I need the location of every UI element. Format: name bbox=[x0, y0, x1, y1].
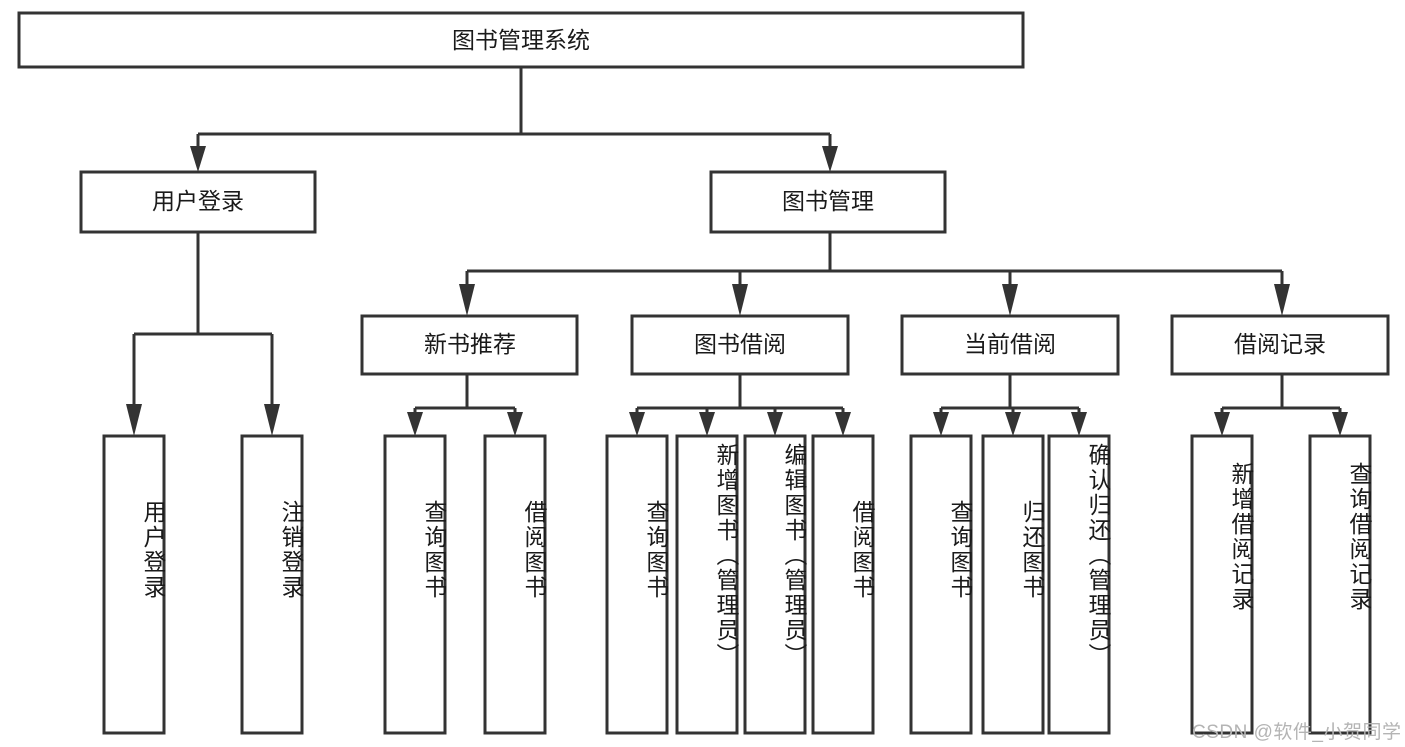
arrowhead-book-manage bbox=[822, 146, 838, 172]
connector-layer bbox=[126, 67, 1348, 436]
node-user-login[interactable] bbox=[79, 170, 317, 234]
arrowhead-book-borrow bbox=[732, 284, 748, 316]
arrowhead-leaf-query-book-borrow bbox=[629, 412, 645, 436]
arrowhead-leaf-query-book-rec bbox=[407, 412, 423, 436]
node-user-login-label: 用户登录 bbox=[152, 188, 244, 214]
node-leaf-query-book-current[interactable] bbox=[909, 434, 973, 735]
arrowhead-leaf-edit-book bbox=[767, 412, 783, 436]
arrowhead-borrow-record bbox=[1274, 284, 1290, 316]
node-leaf-confirm-return[interactable] bbox=[1047, 434, 1111, 735]
arrowhead-user-login bbox=[190, 146, 206, 172]
csdn-watermark: CSDN @软件_小贺同学 bbox=[1192, 722, 1402, 743]
arrowhead-leaf-borrow-book-rec bbox=[507, 412, 523, 436]
arrowhead-leaf-confirm-return bbox=[1071, 412, 1087, 436]
node-current-borrow[interactable] bbox=[900, 314, 1120, 376]
node-new-book-recommend[interactable] bbox=[360, 314, 579, 376]
node-new-book-recommend-label: 新书推荐 bbox=[424, 331, 516, 357]
node-book-borrow-label: 图书借阅 bbox=[694, 331, 786, 357]
node-book-manage[interactable] bbox=[709, 170, 947, 234]
node-layer: 图书管理系统 用户登录 图书管理 新书推荐 图书借阅 当前借阅 借阅记录 bbox=[17, 11, 1390, 735]
node-borrow-record-label: 借阅记录 bbox=[1234, 331, 1326, 357]
arrowhead-leaf-add-book bbox=[699, 412, 715, 436]
node-leaf-return-book[interactable] bbox=[981, 434, 1045, 735]
arrowhead-leaf-query-book-current bbox=[933, 412, 949, 436]
arrowhead-leaf-query-record bbox=[1332, 412, 1348, 436]
node-leaf-borrow-book-rec[interactable] bbox=[483, 434, 547, 735]
node-leaf-query-record[interactable] bbox=[1308, 434, 1372, 735]
node-book-borrow[interactable] bbox=[630, 314, 850, 376]
arrowhead-current-borrow bbox=[1002, 284, 1018, 316]
arrowhead-leaf-logout bbox=[264, 404, 280, 436]
arrowhead-new-book-recommend bbox=[459, 284, 475, 316]
node-leaf-user-login[interactable] bbox=[102, 434, 166, 735]
node-leaf-add-record[interactable] bbox=[1190, 434, 1254, 735]
node-leaf-query-book-rec[interactable] bbox=[383, 434, 447, 735]
arrowhead-leaf-user-login bbox=[126, 404, 142, 436]
node-leaf-logout[interactable] bbox=[240, 434, 304, 735]
node-leaf-edit-book[interactable] bbox=[743, 434, 807, 735]
node-leaf-add-book[interactable] bbox=[675, 434, 739, 735]
arrowhead-leaf-add-record bbox=[1214, 412, 1230, 436]
node-leaf-query-book-borrow[interactable] bbox=[605, 434, 669, 735]
node-borrow-record[interactable] bbox=[1170, 314, 1390, 376]
node-system[interactable] bbox=[17, 11, 1025, 69]
arrowhead-leaf-return-book bbox=[1005, 412, 1021, 436]
node-current-borrow-label: 当前借阅 bbox=[964, 331, 1056, 357]
node-system-label: 图书管理系统 bbox=[452, 27, 590, 53]
node-book-manage-label: 图书管理 bbox=[782, 188, 874, 214]
arrowhead-leaf-borrow-book bbox=[835, 412, 851, 436]
node-leaf-borrow-book[interactable] bbox=[811, 434, 875, 735]
